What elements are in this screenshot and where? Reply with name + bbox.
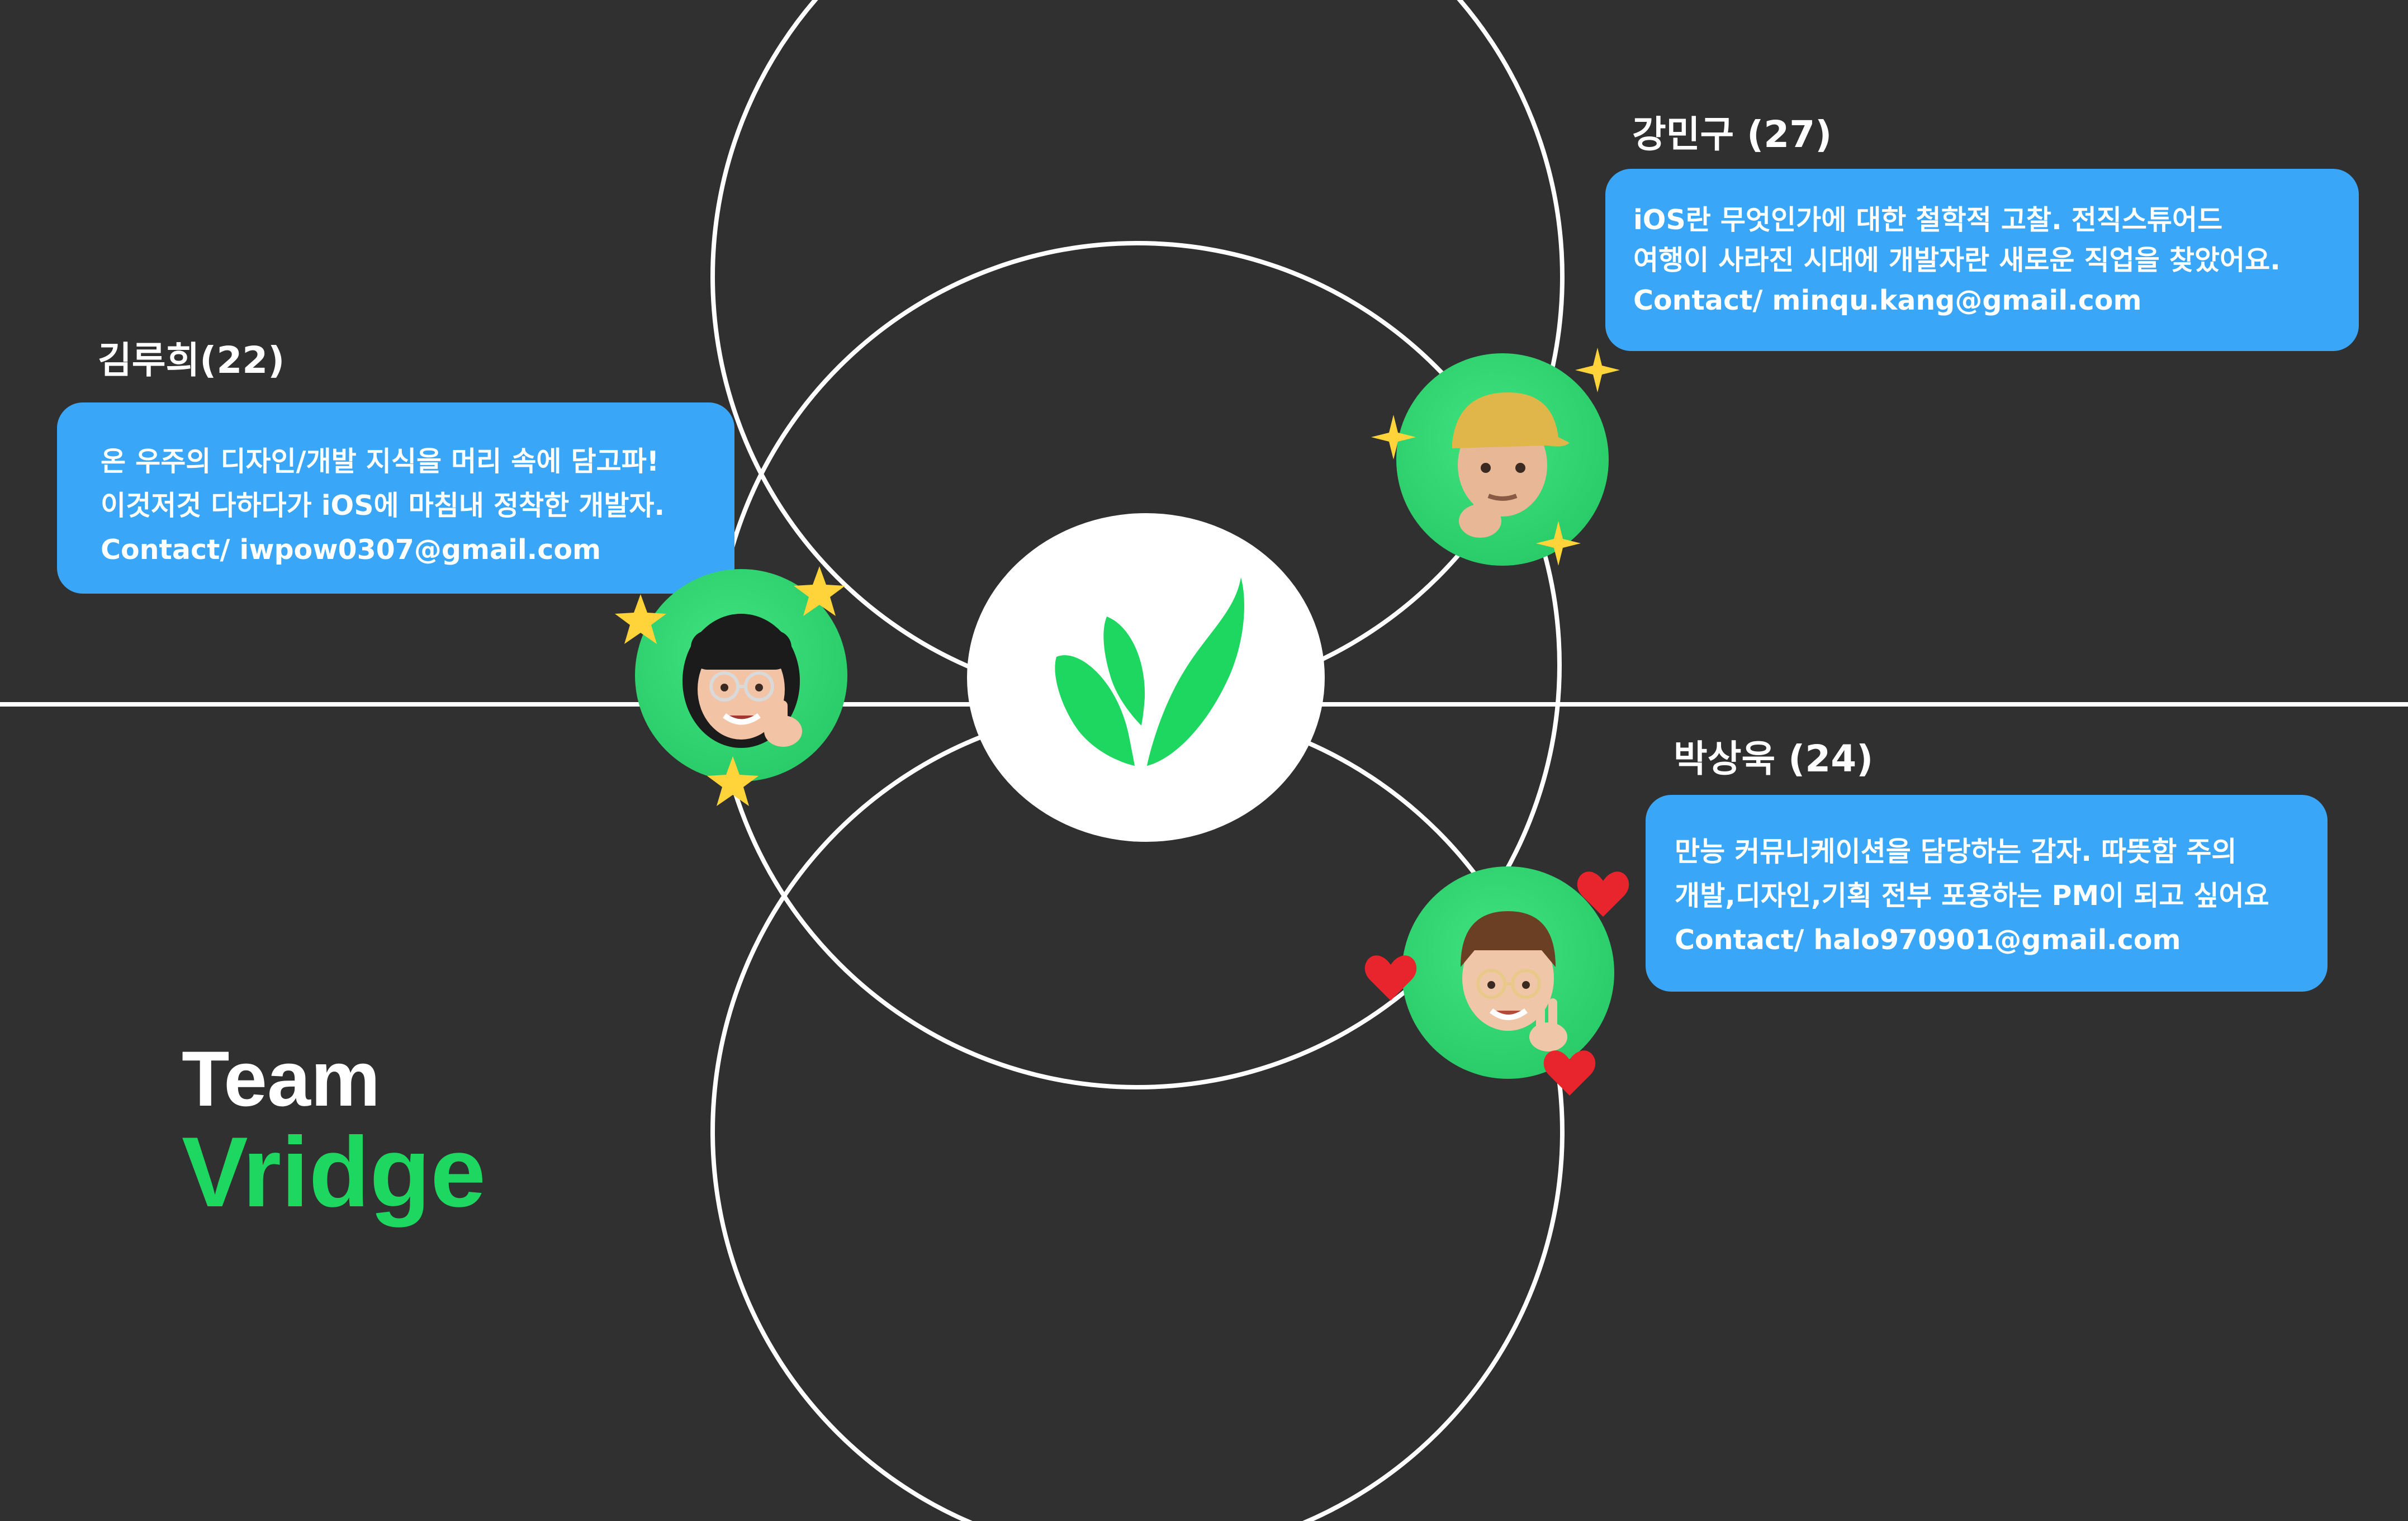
sparkle-icon: [1536, 521, 1581, 566]
intro-line: 여행이 사라진 시대에 개발자란 새로운 직업을 찾았어요.: [1633, 244, 2281, 276]
star-icon: [707, 756, 759, 806]
intro-line: 이것저것 다하다가 iOS에 마침내 정착한 개발자.: [101, 490, 665, 522]
member-avatar: [615, 566, 847, 806]
intro-line: 만능 커뮤니케이션을 담당하는 감자. 따뜻함 주의: [1675, 836, 2237, 868]
heart-icon: [1577, 871, 1629, 917]
memoji-girl-glasses-icon: [682, 614, 802, 748]
leaf-check-icon: [1055, 577, 1244, 766]
intro-line: iOS란 무엇인가에 대한 철학적 고찰. 전직스튜어드: [1633, 204, 2223, 236]
member-name: 강민구 (27): [1632, 113, 1832, 156]
contact-line: Contact/ iwpow0307@gmail.com: [101, 534, 601, 566]
brand-label: Vridge: [182, 1116, 486, 1228]
member-name: 김루희(22): [98, 339, 285, 382]
sparkle-icon: [1371, 415, 1416, 459]
intro-line: 온 우주의 디자인/개발 지식을 머리 속에 담고파!: [101, 446, 660, 477]
contact-line: Contact/ minqu.kang@gmail.com: [1633, 285, 2142, 316]
member-name: 박상욱 (24): [1674, 737, 1874, 780]
star-icon: [794, 566, 845, 616]
contact-line: Contact/ halo970901@gmail.com: [1675, 924, 2181, 956]
memoji-boy-cap-icon: [1452, 392, 1570, 538]
team-label: Team: [182, 1035, 381, 1122]
member-avatar: [1364, 866, 1629, 1096]
memoji-boy-glasses-icon: [1461, 911, 1567, 1051]
heart-icon: [1543, 1050, 1596, 1096]
intro-line: 개발,디자인,기획 전부 포용하는 PM이 되고 싶어요: [1675, 880, 2269, 912]
intro-bubble: 만능 커뮤니케이션을 담당하는 감자. 따뜻함 주의 개발,디자인,기획 전부 …: [1646, 795, 2328, 992]
intro-bubble: iOS란 무엇인가에 대한 철학적 고찰. 전직스튜어드 여행이 사라진 시대에…: [1605, 169, 2359, 351]
heart-icon: [1364, 955, 1417, 1001]
intro-bubble: 온 우주의 디자인/개발 지식을 머리 속에 담고파! 이것저것 다하다가 iO…: [57, 402, 734, 594]
vridge-logo: [967, 513, 1325, 842]
member-avatar: [1371, 348, 1620, 566]
star-icon: [615, 594, 666, 644]
sparkle-icon: [1575, 348, 1620, 392]
